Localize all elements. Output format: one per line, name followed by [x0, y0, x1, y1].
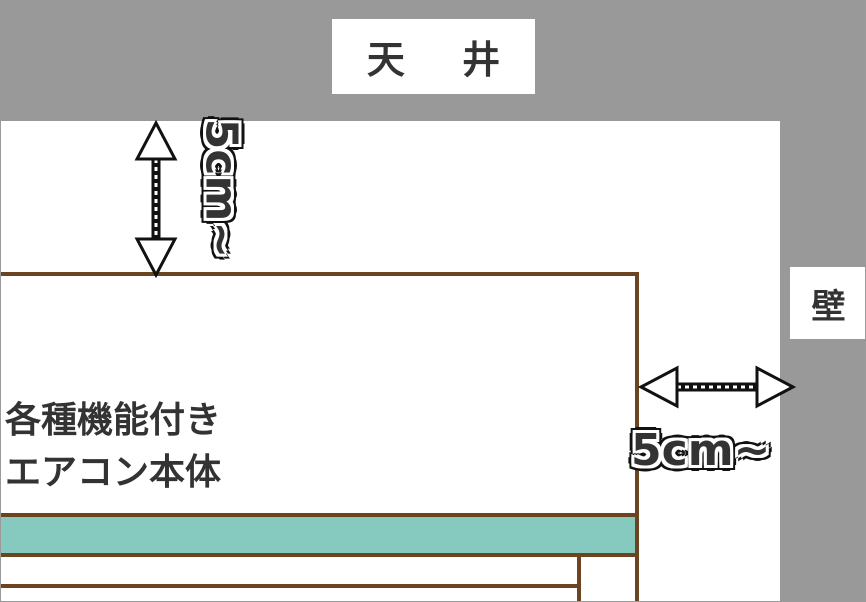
unit-description: 各種機能付き エアコン本体 — [5, 395, 221, 499]
unit-description-line2: エアコン本体 — [5, 452, 222, 493]
lower-panel-line — [1, 584, 581, 588]
unit-description-line1: 各種機能付き — [5, 400, 222, 441]
top-clearance-arrow-icon — [134, 119, 178, 279]
ceiling-label: 天 井 — [332, 19, 535, 94]
lower-panel-edge — [577, 557, 581, 601]
side-clearance-label: 5cm~ — [631, 425, 771, 476]
top-clearance-label: 5cm~ — [195, 118, 247, 259]
wall-label: 壁 — [790, 267, 865, 339]
side-clearance-arrow-icon — [637, 365, 797, 409]
air-conditioner-vane — [1, 513, 639, 557]
